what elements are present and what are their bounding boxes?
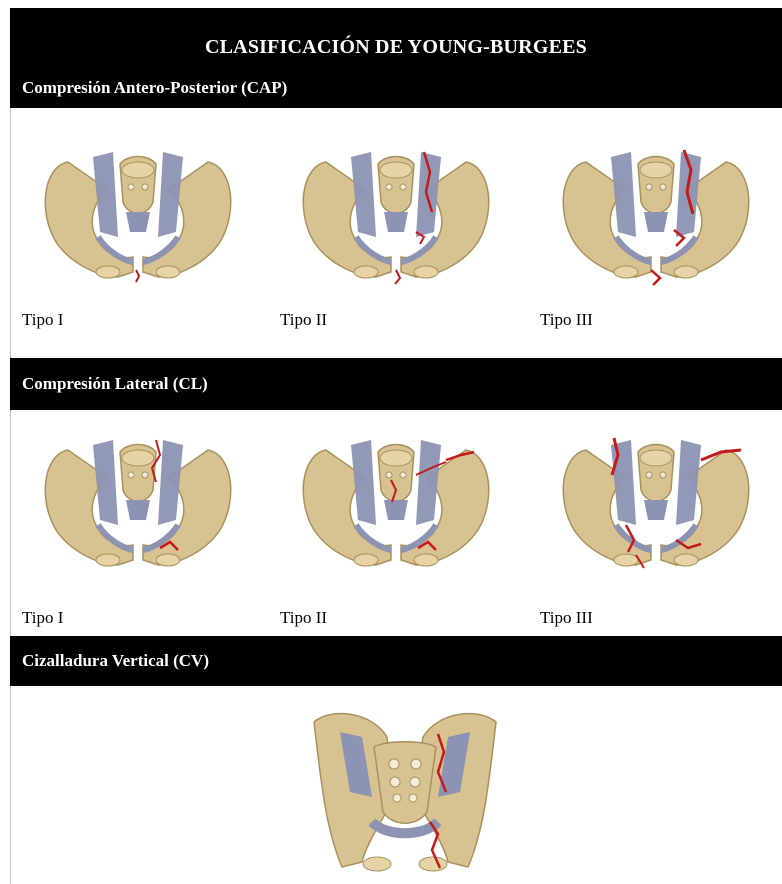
caption-cl-tipo-2: Tipo II [280, 608, 327, 628]
caption-cap-tipo-3: Tipo III [540, 310, 593, 330]
caption-cap-tipo-2: Tipo II [280, 310, 327, 330]
header-band: CLASIFICACIÓN DE YOUNG-BURGEES Compresió… [10, 8, 782, 108]
section-title-cv: Cizalladura Vertical (CV) [22, 651, 209, 671]
pelvis-cl-tipo-3-icon [556, 430, 756, 580]
caption-cap-tipo-1: Tipo I [22, 310, 63, 330]
caption-cl-tipo-1: Tipo I [22, 608, 63, 628]
section-band-cl: Compresión Lateral (CL) [10, 358, 782, 410]
pelvis-cv-icon [302, 702, 508, 878]
section-title-cap: Compresión Antero-Posterior (CAP) [22, 78, 287, 98]
pelvis-cap-tipo-2-icon [296, 142, 496, 292]
pelvis-cl-tipo-2-icon [296, 430, 496, 580]
pelvis-cap-tipo-1-icon [38, 142, 238, 292]
caption-cl-tipo-3: Tipo III [540, 608, 593, 628]
section-title-cl: Compresión Lateral (CL) [22, 374, 208, 394]
page-title: CLASIFICACIÓN DE YOUNG-BURGEES [10, 36, 782, 59]
section-band-cv: Cizalladura Vertical (CV) [10, 636, 782, 686]
pelvis-cl-tipo-1-icon [38, 430, 238, 580]
pelvis-cap-tipo-3-icon [556, 142, 756, 292]
